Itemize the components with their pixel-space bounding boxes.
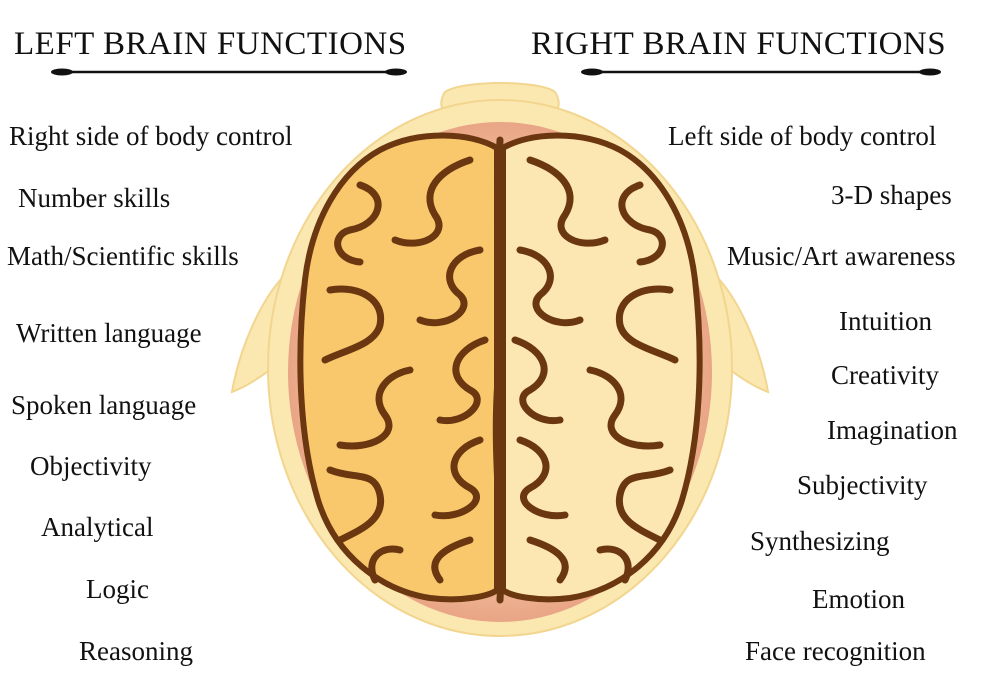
right-function-item: Face recognition	[745, 636, 926, 666]
right-title-divider	[581, 68, 941, 76]
right-brain-title: RIGHT BRAIN FUNCTIONS	[531, 26, 947, 62]
left-function-item: Spoken language	[11, 390, 197, 420]
left-hemisphere	[297, 132, 500, 603]
right-function-item: 3-D shapes	[831, 180, 952, 210]
right-function-item: Imagination	[827, 415, 958, 445]
left-function-item: Analytical	[41, 512, 154, 542]
right-function-item: Creativity	[831, 360, 939, 390]
left-function-item: Right side of body control	[9, 121, 293, 151]
left-function-item: Math/Scientific skills	[7, 241, 239, 271]
right-function-item: Synthesizing	[750, 526, 890, 556]
left-function-item: Logic	[86, 574, 149, 604]
left-brain-title: LEFT BRAIN FUNCTIONS	[14, 26, 407, 62]
brain-folds	[321, 136, 679, 604]
left-function-item: Objectivity	[30, 451, 152, 481]
right-function-item: Emotion	[812, 584, 905, 614]
right-function-item: Music/Art awareness	[727, 241, 956, 271]
right-hemisphere	[500, 132, 703, 603]
left-function-item: Written language	[16, 318, 202, 348]
right-function-item: Intuition	[839, 306, 932, 336]
left-function-item: Reasoning	[79, 636, 193, 666]
right-function-item: Subjectivity	[797, 470, 928, 500]
left-function-item: Number skills	[18, 183, 171, 213]
left-title-divider	[51, 68, 407, 76]
right-function-item: Left side of body control	[668, 121, 937, 151]
